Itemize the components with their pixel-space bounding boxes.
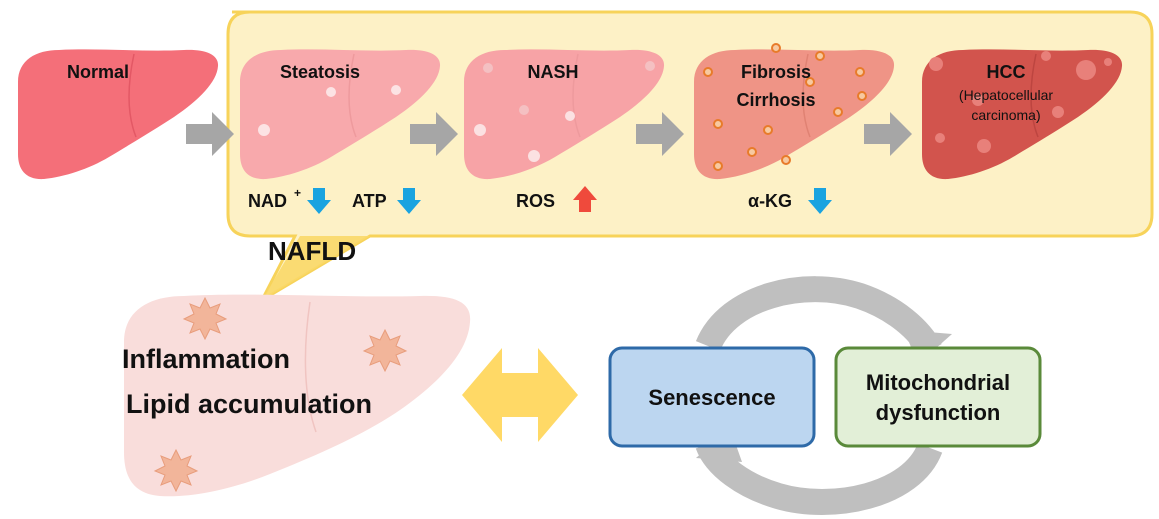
stage-label-fibrosis: Fibrosis bbox=[741, 62, 811, 82]
marker-ros: ROS bbox=[516, 186, 597, 212]
marker-nad-sup: + bbox=[294, 186, 301, 200]
stage-arrows bbox=[186, 112, 912, 156]
nafld-label: NAFLD bbox=[268, 236, 356, 266]
liver-nash bbox=[464, 49, 665, 180]
cycle-arrows bbox=[695, 276, 943, 515]
mito-text-1: Mitochondrial bbox=[866, 370, 1010, 395]
down-arrow-icon bbox=[397, 188, 421, 214]
stage-label-hcc: HCC bbox=[987, 62, 1026, 82]
lipid-droplet bbox=[391, 85, 401, 95]
double-arrow-icon bbox=[462, 348, 578, 442]
marker-nad-text: NAD bbox=[248, 191, 287, 211]
starburst-icon bbox=[182, 296, 228, 341]
marker-akg: α-KG bbox=[748, 188, 832, 214]
mito-box bbox=[834, 346, 1042, 448]
stage-label-nash: NASH bbox=[527, 62, 578, 82]
stage-label-steatosis: Steatosis bbox=[280, 62, 360, 82]
cycle-arc-top bbox=[695, 276, 942, 357]
inflammation-text: Inflammation bbox=[122, 344, 290, 374]
liver-normal bbox=[18, 49, 219, 180]
stage-arrow-3 bbox=[636, 112, 684, 156]
stage-sublabel-hcc-1: (Hepatocellular bbox=[959, 87, 1053, 103]
stage-arrow-2 bbox=[410, 112, 458, 156]
stage-label-cirrhosis: Cirrhosis bbox=[736, 90, 815, 110]
up-arrow-icon bbox=[573, 186, 597, 212]
starburst-icon bbox=[153, 448, 199, 493]
marker-atp-text: ATP bbox=[352, 191, 387, 211]
stage-sublabel-hcc-2: carcinoma) bbox=[971, 107, 1040, 123]
inflammation-marks bbox=[153, 296, 408, 493]
liver-hcc bbox=[922, 49, 1123, 180]
marker-nad: NAD + bbox=[248, 186, 331, 214]
marker-ros-text: ROS bbox=[516, 191, 555, 211]
liver-fibrosis bbox=[694, 43, 895, 180]
liver-steatosis bbox=[240, 49, 441, 180]
senescence-box bbox=[608, 346, 816, 448]
marker-atp: ATP bbox=[352, 188, 421, 214]
stage-arrow-1 bbox=[186, 112, 234, 156]
nafld-callout-tail bbox=[262, 236, 370, 300]
stage-label-normal: Normal bbox=[67, 62, 129, 82]
mito-text-2: dysfunction bbox=[876, 400, 1001, 425]
lipid-droplet bbox=[326, 87, 336, 97]
lipid-droplet bbox=[258, 124, 270, 136]
marker-akg-text: α-KG bbox=[748, 191, 792, 211]
down-arrow-icon bbox=[307, 188, 331, 214]
starburst-icon bbox=[362, 328, 408, 373]
senescence-text: Senescence bbox=[648, 385, 775, 410]
stage-arrow-4 bbox=[864, 112, 912, 156]
cycle-arc-bottom bbox=[695, 438, 943, 515]
down-arrow-icon bbox=[808, 188, 832, 214]
lipid-text: Lipid accumulation bbox=[126, 389, 372, 419]
